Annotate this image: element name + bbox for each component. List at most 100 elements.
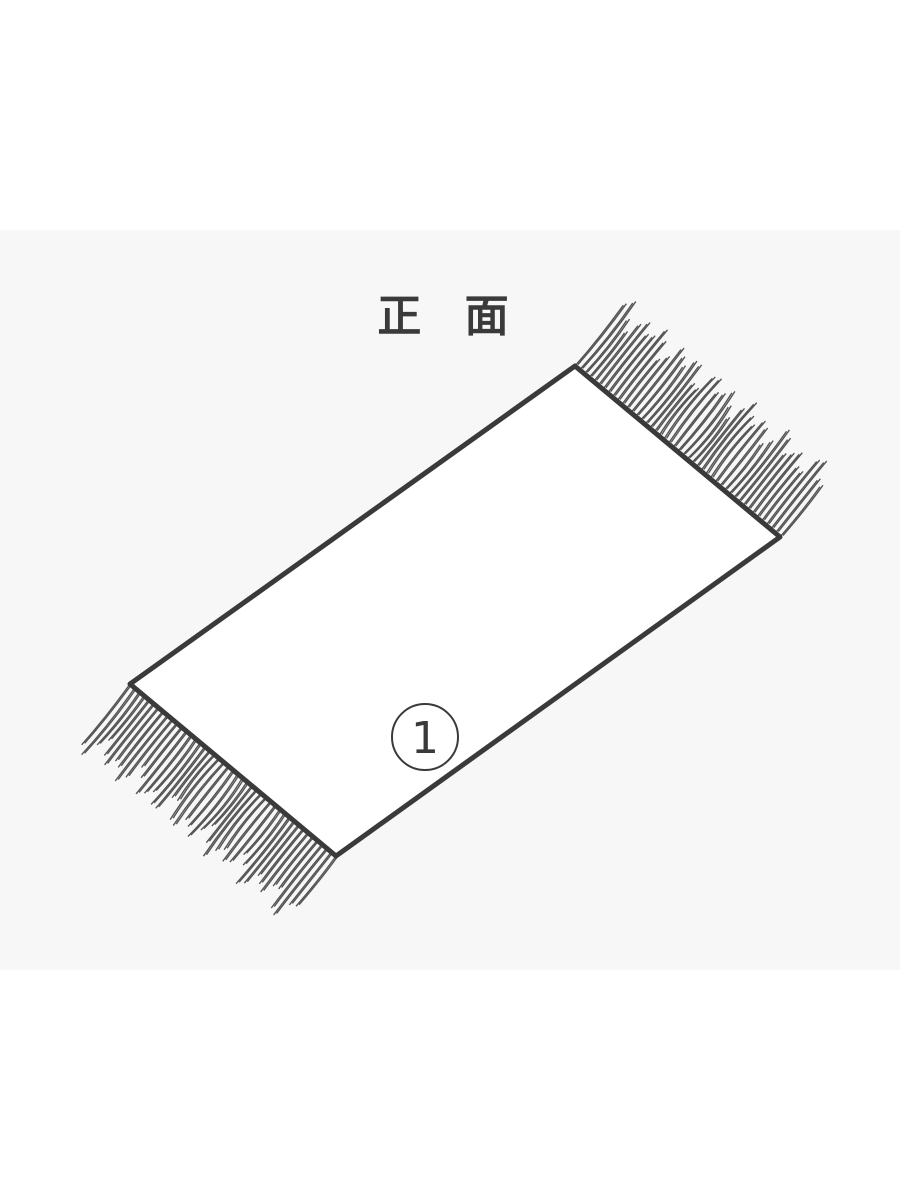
fringe-strand xyxy=(99,689,143,744)
fringe-strand xyxy=(586,318,631,373)
fringe-strand xyxy=(169,757,220,821)
fringe-strand xyxy=(135,730,187,795)
fringe-strand xyxy=(140,726,183,779)
fringe-strand xyxy=(588,332,626,379)
fringe-strand xyxy=(96,691,140,746)
marker-number: 1 xyxy=(411,713,439,764)
fringe-strand xyxy=(625,357,668,410)
fringe-strand xyxy=(624,358,661,404)
fringe-strand xyxy=(278,839,318,890)
fringe-strand xyxy=(190,772,242,836)
fringe-strand xyxy=(667,379,720,445)
fringe-strand xyxy=(754,452,803,513)
fringe-strand xyxy=(621,360,658,406)
fringe-strand xyxy=(103,699,150,756)
fringe-strand xyxy=(117,710,164,768)
fringe-strand xyxy=(172,756,223,819)
fringe-strand xyxy=(703,402,758,470)
fringe-strand xyxy=(662,377,713,441)
fringe-strand xyxy=(763,470,804,521)
fringe-strand xyxy=(106,697,153,755)
fringe-strand xyxy=(84,686,139,754)
fringe-strand xyxy=(150,742,201,805)
fringe-strand xyxy=(146,732,195,793)
fringe-strand xyxy=(649,365,700,429)
fringe-strand xyxy=(639,366,684,421)
fringe-strand xyxy=(679,393,727,451)
fringe-strand xyxy=(610,335,656,393)
fringe-strand xyxy=(225,799,274,861)
fringe-strand xyxy=(104,703,154,766)
fringe-strand xyxy=(707,415,755,474)
fringe-strand xyxy=(749,452,795,509)
fringe-strand xyxy=(205,787,260,856)
fringe-strand xyxy=(577,303,627,365)
fringe-strand xyxy=(647,360,698,424)
fringe-strand xyxy=(611,330,666,398)
marker-circle: 1 xyxy=(391,703,459,771)
fringe-strand xyxy=(721,427,769,486)
fringe-strand xyxy=(597,323,648,386)
fringe-strand xyxy=(222,800,271,862)
fringe-strand xyxy=(120,709,167,767)
fringe-strand xyxy=(298,854,340,906)
fringe-strand xyxy=(276,846,331,914)
fringe-strand xyxy=(656,382,696,431)
fringe-strand xyxy=(208,783,256,842)
fringe-strand xyxy=(281,838,321,888)
scarf-body xyxy=(127,363,783,859)
fringe-strand xyxy=(117,713,171,780)
fringe-strand xyxy=(202,789,257,857)
fringe-strand xyxy=(653,384,693,433)
fringe-strand xyxy=(704,417,752,476)
fringe-strand xyxy=(591,331,629,377)
fringe-strand xyxy=(81,687,136,756)
fringe-strand xyxy=(731,440,774,494)
fringe-strand xyxy=(593,325,639,382)
fringe-strand xyxy=(258,828,304,885)
fringe-strand xyxy=(158,744,209,808)
diagram-title: 正 面 xyxy=(377,291,523,342)
fringe-strand xyxy=(596,323,642,381)
fringe-strand xyxy=(275,834,317,886)
fringe-strand xyxy=(107,695,145,741)
fringe-strand xyxy=(718,429,766,487)
fringe-strand xyxy=(693,416,731,463)
fringe-strand xyxy=(607,336,653,394)
fringe-strand xyxy=(272,836,314,887)
fringe-strand xyxy=(583,320,628,375)
fringe-strand xyxy=(217,791,265,850)
fringe-strand xyxy=(635,357,683,417)
fringe-strand xyxy=(684,390,736,455)
fringe-strand xyxy=(288,851,332,906)
fringe-strand xyxy=(681,392,733,456)
fringe-strand xyxy=(740,437,792,501)
fringe-strand xyxy=(751,453,800,515)
fringe-strand xyxy=(728,441,771,495)
fringe-bottom-end xyxy=(81,682,340,916)
fringe-strand xyxy=(245,811,289,865)
fringe-strand xyxy=(243,808,281,856)
fringe-strand xyxy=(291,850,335,904)
fringe-strand xyxy=(760,472,801,522)
fringe-strand xyxy=(260,832,309,893)
fringe-strand xyxy=(138,728,190,793)
fringe-strand xyxy=(574,304,624,367)
fringe-strand xyxy=(605,333,650,389)
fringe-strand xyxy=(644,362,695,425)
fringe-strand xyxy=(188,764,232,819)
fringe-strand xyxy=(661,387,700,435)
fringe-strand xyxy=(171,749,211,799)
fringe-strand xyxy=(774,479,818,534)
fringe-strand xyxy=(602,335,647,390)
fringe-strand xyxy=(698,408,746,466)
fringe-strand xyxy=(700,403,755,472)
fringe-strand xyxy=(582,301,637,369)
fringe-strand xyxy=(616,342,664,402)
fringe-strand xyxy=(745,453,787,505)
fringe-strand xyxy=(246,818,298,883)
fringe-strand xyxy=(630,349,682,414)
fringe-strand xyxy=(257,824,300,877)
fringe-strand xyxy=(273,847,328,916)
fringe-strand xyxy=(690,418,728,464)
